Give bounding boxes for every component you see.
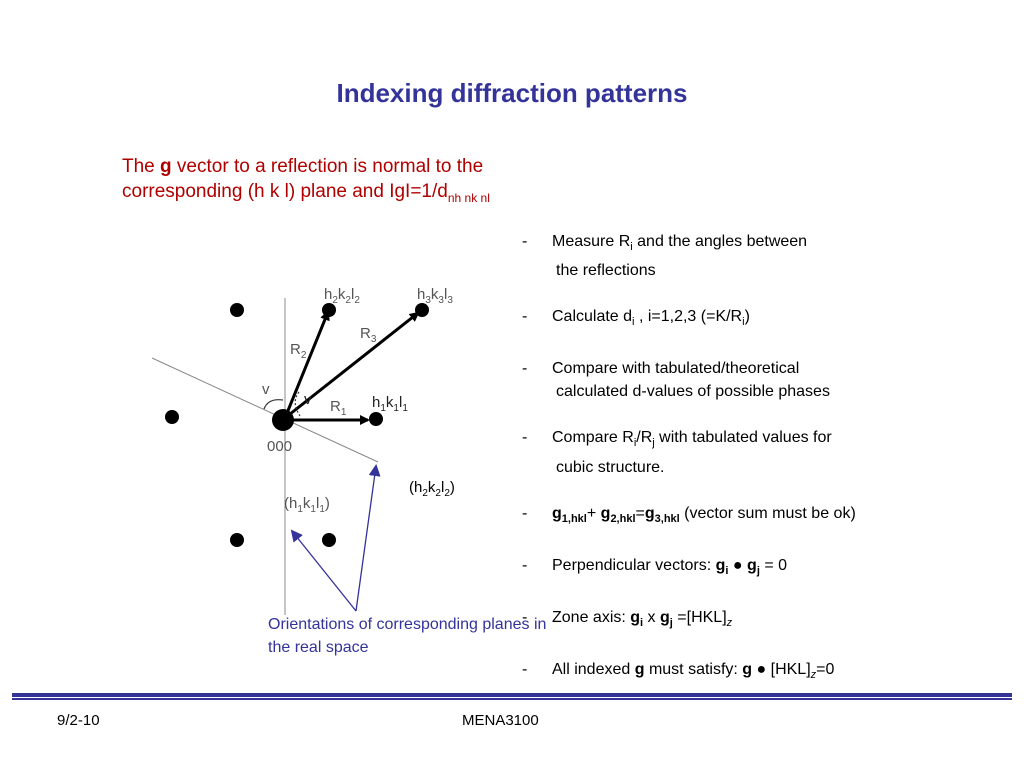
label-plane-h1k1l1: (h1k1l1) xyxy=(284,495,330,515)
label-R3: R3 xyxy=(360,325,377,345)
diffraction-pattern-diagram: h2k2l2 h3k3l3 R2 R3 R1 h1k1l1 v v 000 (h… xyxy=(151,286,453,615)
reflection-spot xyxy=(322,533,336,547)
orientation-arrow-2 xyxy=(355,464,381,612)
angle-arc-1 xyxy=(263,399,284,410)
step-zone-axis: - Zone axis: gi x gj =[HKL]z xyxy=(522,608,733,630)
step-compare-tabulated: - Compare with tabulated/theoretical cal… xyxy=(522,360,830,401)
slide-title: Indexing diffraction patterns xyxy=(336,78,688,108)
angle-arc-2 xyxy=(294,391,301,417)
label-h3k3l3: h3k3l3 xyxy=(417,286,453,306)
label-R2: R2 xyxy=(290,341,307,361)
intro-bold-g: g xyxy=(160,156,172,177)
label-plane-h2k2l2: (h2k2l2) xyxy=(409,479,455,499)
step-all-indexed: - All indexed g must satisfy: g ● [HKL]z… xyxy=(522,661,835,682)
step-vector-sum: - g1,hkl+ g2,hkl=g3,hkl (vector sum must… xyxy=(522,504,856,525)
reflection-spot xyxy=(230,303,244,317)
reflection-spot xyxy=(165,410,179,424)
plane-trace-diagonal xyxy=(151,357,379,463)
footer-course: MENA3100 xyxy=(462,712,539,729)
label-origin: 000 xyxy=(267,438,292,455)
label-angle-v1: v xyxy=(262,381,270,398)
label-R1: R1 xyxy=(330,398,347,418)
step-calculate: - Calculate di , i=1,2,3 (=K/Ri) xyxy=(522,308,750,329)
vector-R2 xyxy=(283,310,330,419)
label-h2k2l2: h2k2l2 xyxy=(324,286,360,306)
footer-date: 9/2-10 xyxy=(57,712,100,729)
procedure-list: - Measure Ri and the angles between the … xyxy=(522,230,1012,687)
reflection-spot xyxy=(369,412,383,426)
label-angle-v2: v xyxy=(304,391,312,408)
step-perpendicular: - Perpendicular vectors: gi ● gj = 0 xyxy=(522,556,788,577)
intro-text-2: vector to a reflection is normal to the … xyxy=(122,156,484,202)
label-h1k1l1: h1k1l1 xyxy=(372,394,408,414)
vector-R3 xyxy=(284,311,420,420)
footer-rule xyxy=(12,693,1012,700)
step-measure: - Measure Ri and the angles between the … xyxy=(522,233,808,280)
intro-text-1: The xyxy=(122,156,161,177)
intro-statement: The g vector to a reflection is normal t… xyxy=(122,154,592,211)
intro-subscript: nh nk nl xyxy=(447,190,490,205)
step-compare-ratio: - Compare Ri/Rj with tabulated values fo… xyxy=(522,429,832,476)
orientation-note: Orientations of corresponding planes in … xyxy=(268,616,547,656)
reflection-spot xyxy=(230,533,244,547)
orientation-arrow-1 xyxy=(290,529,357,612)
